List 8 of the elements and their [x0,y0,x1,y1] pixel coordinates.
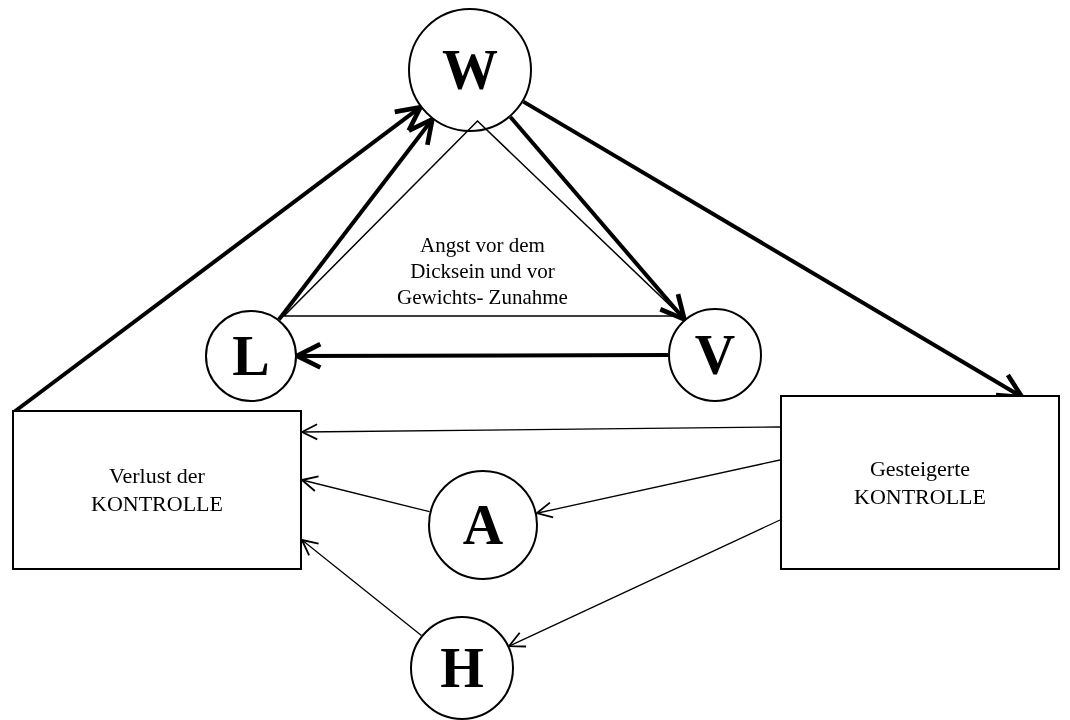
triangle-text: Angst vor dem Dicksein und vor Gewichts- Zunahme [396,232,569,310]
arrow [277,116,435,321]
arrow [508,519,781,648]
arrow [508,115,687,322]
arrow [301,423,781,441]
process-box: Verlust der KONTROLLE [12,410,302,570]
arrow [301,539,423,637]
process-box: Gesteigerte KONTROLLE [780,395,1060,570]
